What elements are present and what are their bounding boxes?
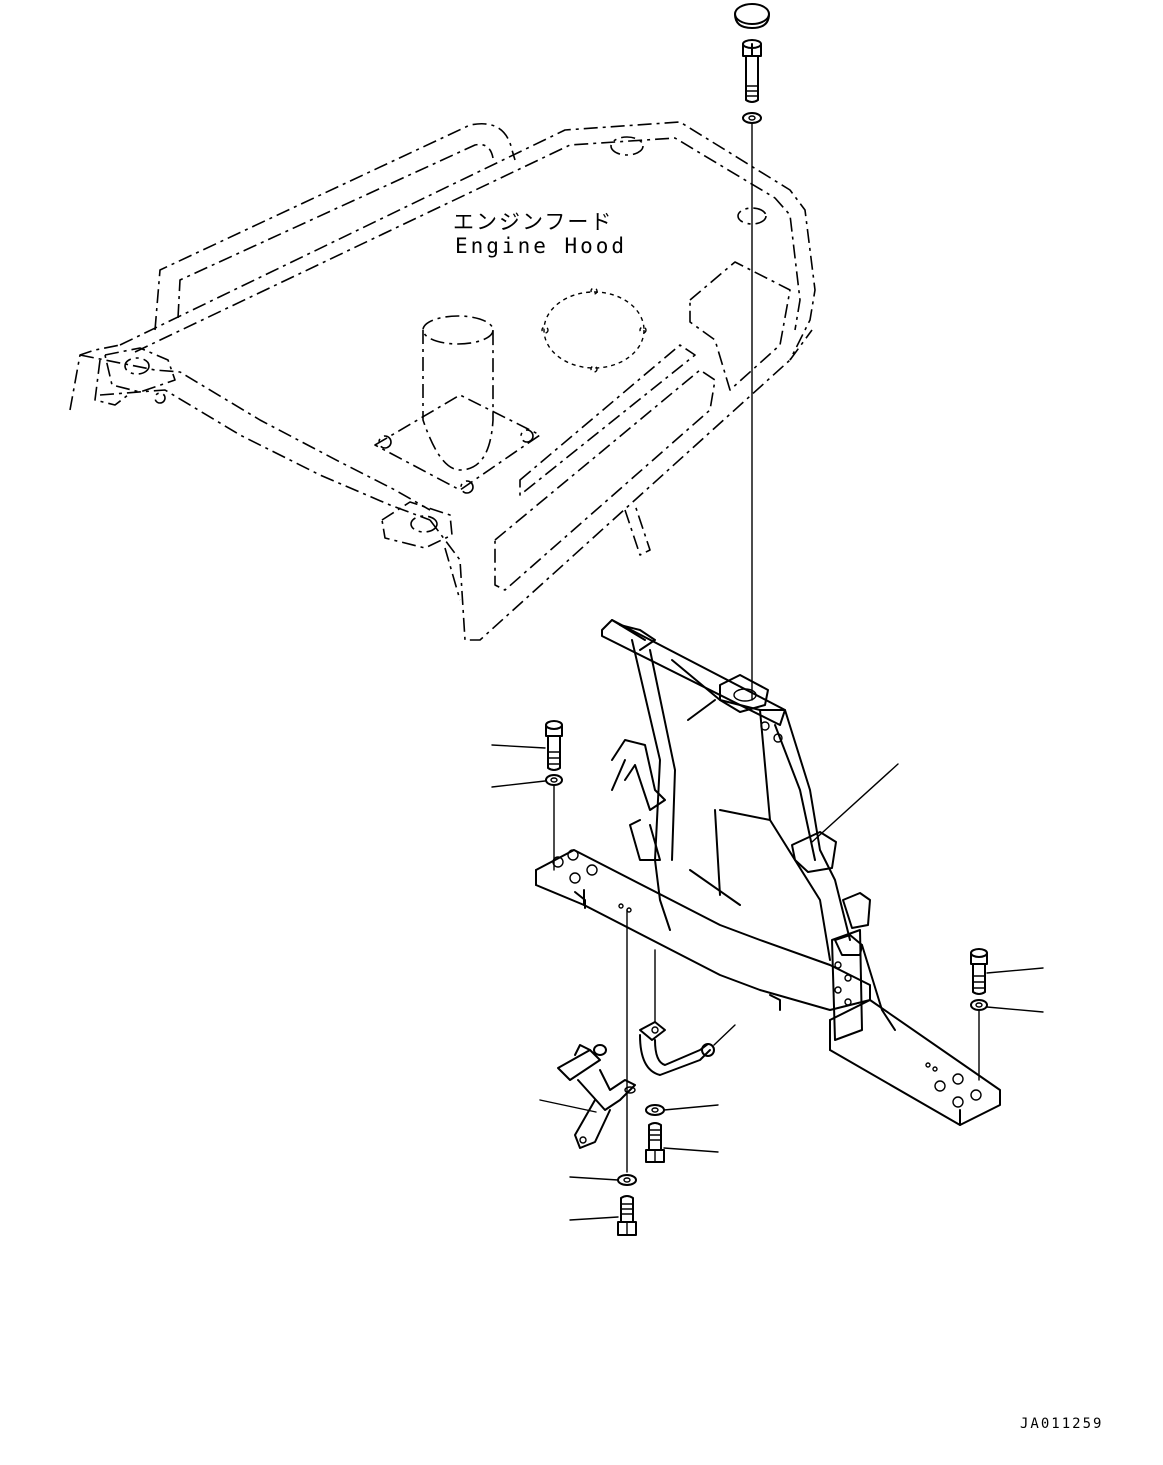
lower-left-fastener-group xyxy=(569,909,637,1236)
engine-hood-label-jp: エンジンフード xyxy=(453,210,614,234)
callout-washer-low xyxy=(569,1176,619,1181)
callout-bolt-mid xyxy=(663,1147,719,1153)
callout-washer-left xyxy=(491,780,546,788)
callout-bolt-right xyxy=(986,967,1044,974)
support-bracket xyxy=(535,619,1001,1126)
clamp-bracket xyxy=(539,1044,636,1149)
cap-icon xyxy=(734,3,770,25)
right-fastener-group xyxy=(970,948,1044,1081)
hose-bracket xyxy=(639,949,736,1076)
engine-hood-outline xyxy=(69,121,816,641)
callout-bracket xyxy=(811,763,899,843)
top-fastener-group xyxy=(734,3,770,124)
callout-hose-bracket xyxy=(713,1024,736,1046)
callout-bolt-left xyxy=(491,744,546,749)
engine-hood-label-en: Engine Hood xyxy=(455,234,628,258)
left-fastener-group xyxy=(491,720,563,871)
lower-mid-fastener-group xyxy=(645,1104,719,1163)
washer-icon xyxy=(742,112,762,124)
callout-bolt-low xyxy=(569,1216,619,1221)
callout-washer-mid xyxy=(663,1104,719,1111)
drawing-id: JA011259 xyxy=(1020,1416,1104,1432)
callout-clamp xyxy=(539,1099,597,1113)
callout-washer-right xyxy=(986,1006,1044,1013)
